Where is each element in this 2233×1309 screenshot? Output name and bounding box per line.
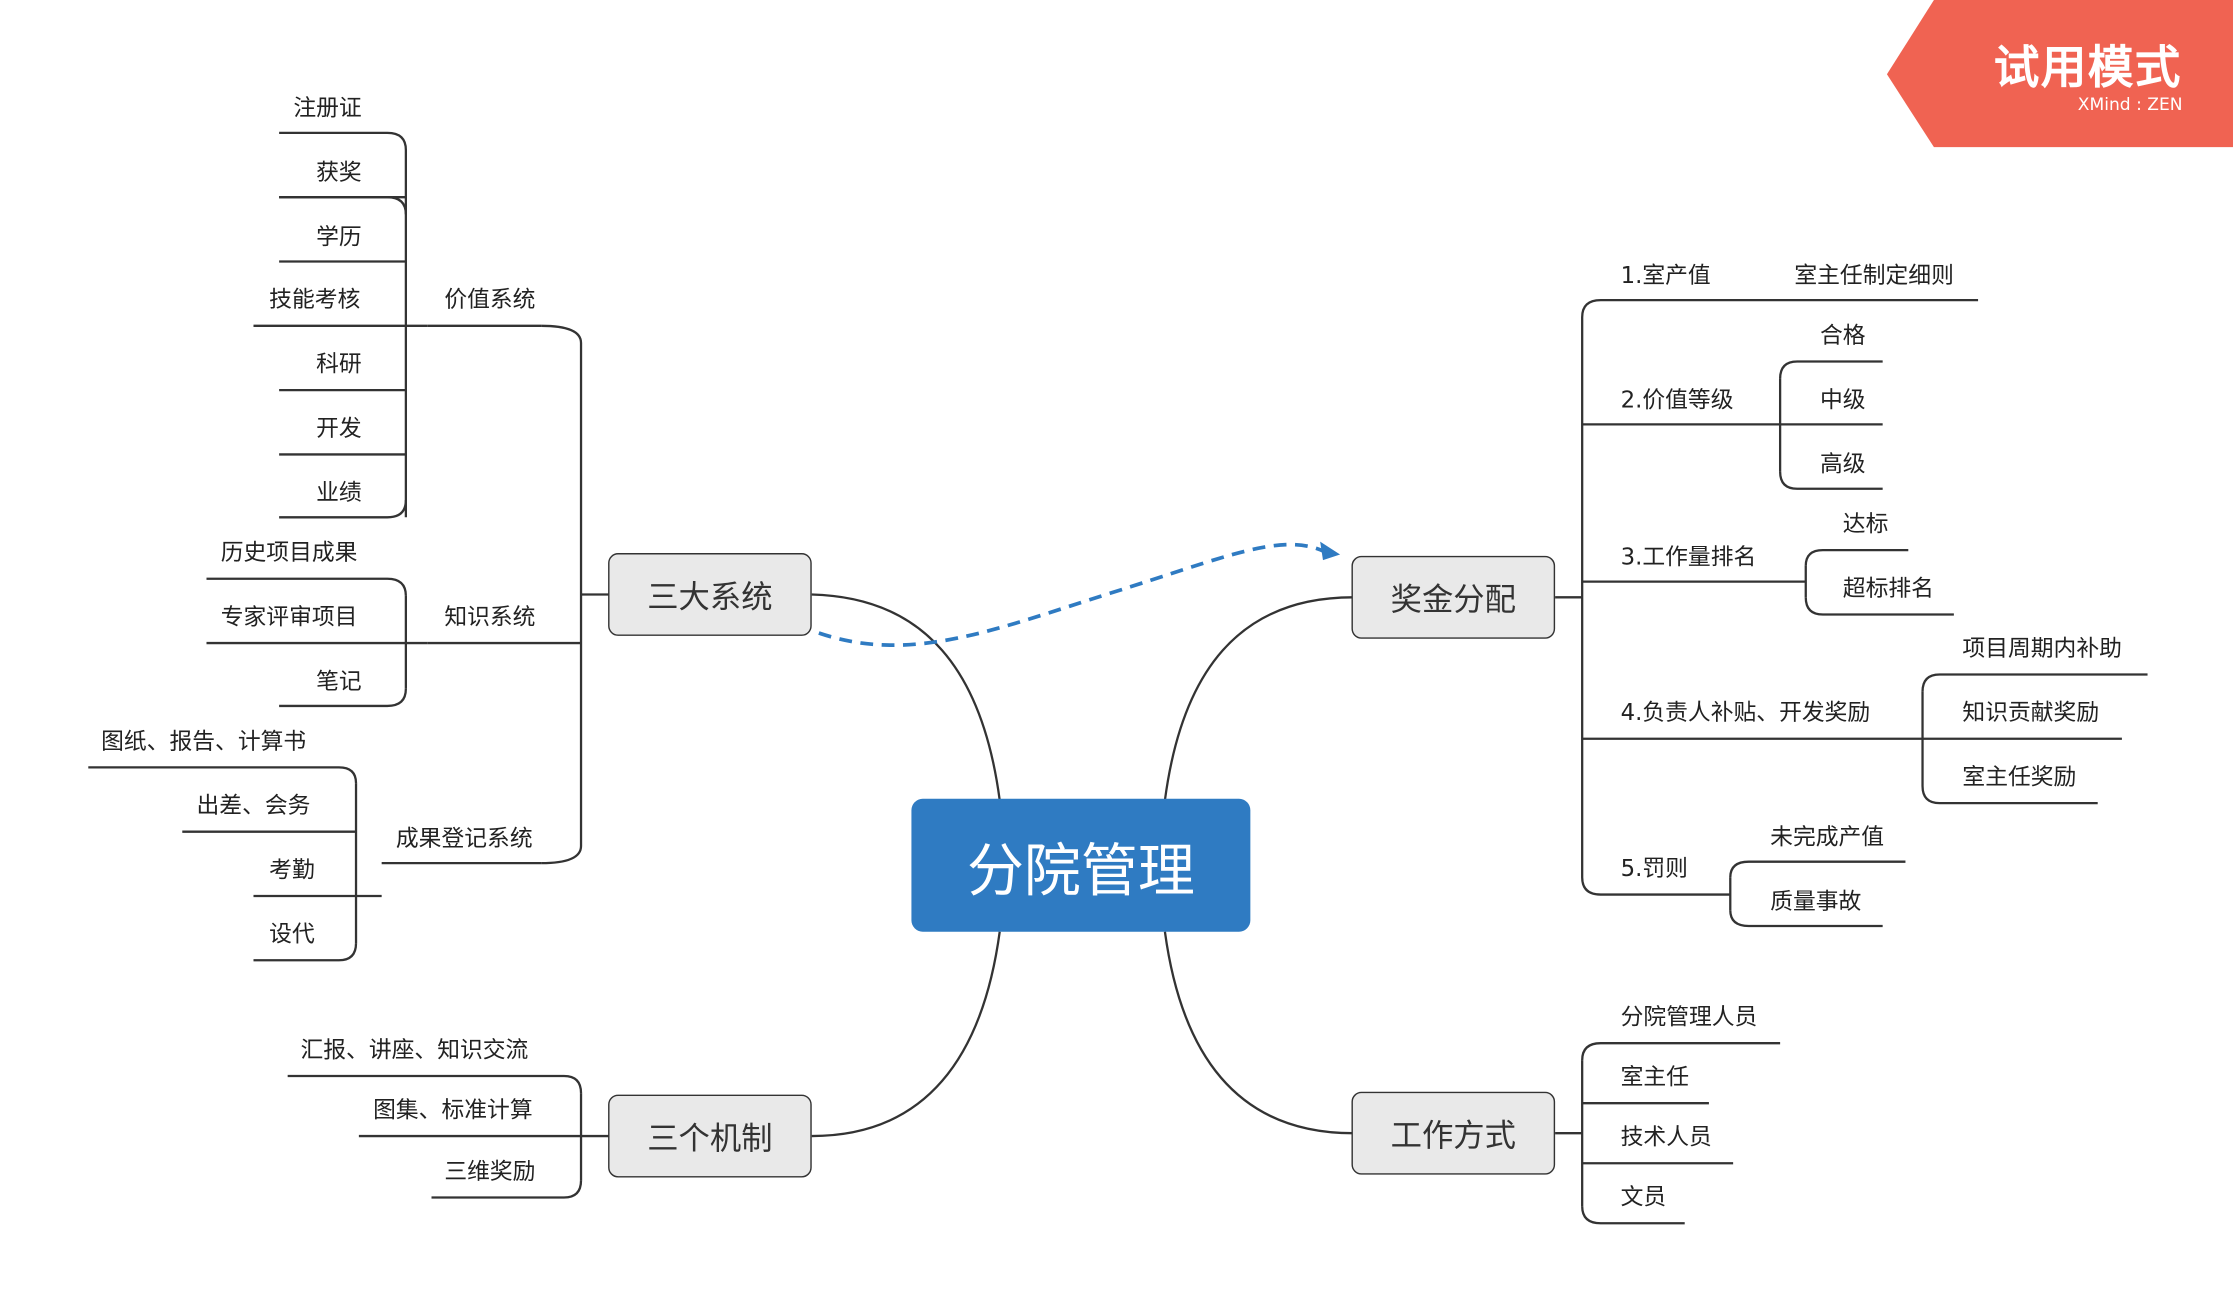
- leaf-shichanzhi-0[interactable]: 室主任制定细则: [1794, 261, 1954, 289]
- leaf-jiazhi-4[interactable]: 科研: [316, 350, 362, 378]
- leaf-jiazhi-3[interactable]: 技能考核: [269, 285, 361, 313]
- topic-gongzuo[interactable]: 工作方式: [1351, 1091, 1556, 1175]
- connector-root-gongzuo: [1163, 931, 1353, 1135]
- subtopic-gongzuoliang[interactable]: 3.工作量排名: [1620, 543, 1757, 571]
- subtopic-fuzeren[interactable]: 4.负责人补贴、开发奖励: [1620, 698, 1871, 726]
- leaf-faze-1[interactable]: 质量事故: [1770, 887, 1862, 915]
- topic-sange-label: 三个机制: [647, 1121, 773, 1158]
- leaf-zhishi-0[interactable]: 历史项目成果: [220, 538, 358, 566]
- subtopic-faze[interactable]: 5.罚则: [1620, 854, 1688, 882]
- leaf-dengji-2[interactable]: 高级: [1819, 450, 1866, 478]
- leaf-fuzeren-0[interactable]: 项目周期内补助: [1962, 634, 2122, 662]
- trial-badge-title: 试用模式: [1993, 40, 2182, 95]
- topic-sanda-label: 三大系统: [647, 580, 773, 616]
- leaf-chengguo-2[interactable]: 考勤: [269, 855, 315, 884]
- topic-gongzuo-label: 工作方式: [1390, 1118, 1516, 1155]
- subtopic-zhishi[interactable]: 知识系统: [444, 603, 536, 631]
- relationship-arrow: [818, 542, 1326, 647]
- leaf-gongzuo-0[interactable]: 分院管理人员: [1620, 1003, 1758, 1031]
- leaf-chengguo-1[interactable]: 出差、会务: [196, 791, 311, 819]
- leaf-sange-0[interactable]: 汇报、讲座、知识交流: [300, 1036, 529, 1064]
- leaf-paiming-0[interactable]: 达标: [1842, 510, 1889, 538]
- topic-sanda[interactable]: 三大系统: [608, 553, 812, 636]
- topic-jiangjin-label: 奖金分配: [1390, 583, 1516, 619]
- trial-badge-shape: [1886, 0, 2233, 148]
- leaf-gongzuo-2[interactable]: 技术人员: [1620, 1123, 1712, 1151]
- subtopic-jiazhidengji[interactable]: 2.价值等级: [1620, 385, 1734, 413]
- connector-jiangjin-spine: [1581, 298, 1979, 896]
- leaf-jiazhi-5[interactable]: 开发: [316, 414, 362, 442]
- relationship-arrowhead: [1320, 541, 1341, 561]
- subtopic-chengguo[interactable]: 成果登记系统: [395, 824, 533, 852]
- connector-root-jiangjin: [1163, 596, 1353, 801]
- leaf-paiming-1[interactable]: 超标排名: [1842, 574, 1934, 602]
- leaf-gongzuo-3[interactable]: 文员: [1620, 1183, 1667, 1211]
- leaf-zhishi-2[interactable]: 笔记: [316, 667, 362, 695]
- trial-badge-subtitle: XMind : ZEN: [2077, 94, 2183, 115]
- leaf-faze-0[interactable]: 未完成产值: [1770, 823, 1885, 851]
- leaf-sange-2[interactable]: 三维奖励: [444, 1157, 536, 1185]
- root-topic-label: 分院管理: [966, 838, 1195, 904]
- connector-root-sanda: [811, 593, 1001, 801]
- leaf-jiazhi-2[interactable]: 学历: [316, 222, 362, 251]
- root-topic[interactable]: 分院管理: [911, 798, 1251, 932]
- leaf-jiazhi-0[interactable]: 注册证: [293, 94, 362, 122]
- leaf-jiazhi-6[interactable]: 业绩: [316, 478, 362, 506]
- topic-jiangjin[interactable]: 奖金分配: [1351, 555, 1556, 639]
- leaf-dengji-0[interactable]: 合格: [1819, 321, 1866, 349]
- leaf-zhishi-1[interactable]: 专家评审项目: [220, 603, 358, 631]
- leaf-chengguo-0[interactable]: 图纸、报告、计算书: [101, 727, 307, 755]
- leaf-jiazhi-1[interactable]: 获奖: [316, 158, 362, 186]
- leaf-dengji-1[interactable]: 中级: [1819, 385, 1866, 413]
- leaf-gongzuo-1[interactable]: 室主任: [1620, 1063, 1690, 1091]
- topic-sange[interactable]: 三个机制: [608, 1094, 812, 1178]
- leaf-fuzeren-1[interactable]: 知识贡献奖励: [1962, 698, 2100, 726]
- leaf-chengguo-3[interactable]: 设代: [269, 920, 315, 948]
- connector-root-sange: [811, 931, 1001, 1138]
- leaf-sange-1[interactable]: 图集、标准计算: [373, 1096, 533, 1124]
- leaf-fuzeren-2[interactable]: 室主任奖励: [1962, 763, 2077, 791]
- connector-sanda-spine: [541, 324, 583, 865]
- subtopic-shichanzhi[interactable]: 1.室产值: [1620, 261, 1711, 289]
- subtopic-jiazhi[interactable]: 价值系统: [444, 285, 536, 313]
